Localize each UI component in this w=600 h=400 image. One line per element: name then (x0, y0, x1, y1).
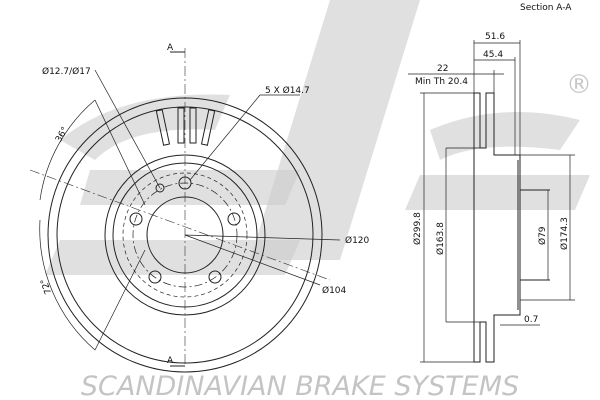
pcd-label: Ø120 (345, 235, 370, 246)
offset: 0.7 (524, 315, 538, 325)
registered-mark: ® (566, 70, 592, 100)
bolt-hole-label: Ø12.7/Ø17 (42, 66, 91, 77)
thickness: 22 (437, 64, 448, 74)
vent-slots (155, 107, 216, 146)
friction-inner-diameter: Ø163.8 (435, 222, 446, 255)
mount-holes (129, 176, 241, 284)
section-marker-bottom: A (167, 356, 174, 366)
mount-holes-label: 5 X Ø14.7 (265, 85, 310, 96)
center-bore-diameter: Ø79 (537, 226, 548, 245)
angle-72: 72° (39, 277, 54, 295)
sbs-watermark (45, 0, 590, 275)
min-thickness: Min Th 20.4 (415, 77, 468, 87)
hat-diameter: Ø174.3 (559, 217, 570, 250)
front-view (29, 48, 341, 373)
section-marker-top: A (167, 43, 174, 53)
overall-height: 51.6 (485, 32, 505, 42)
hat-edge (104, 154, 266, 316)
brand-watermark: SCANDINAVIAN BRAKE SYSTEMS (80, 371, 520, 400)
hat-height: 45.4 (483, 50, 503, 60)
outer-diameter: Ø299.8 (412, 212, 423, 245)
section-title: Section A-A (520, 3, 572, 13)
bore-label: Ø104 (322, 285, 347, 296)
section-view (408, 40, 575, 363)
